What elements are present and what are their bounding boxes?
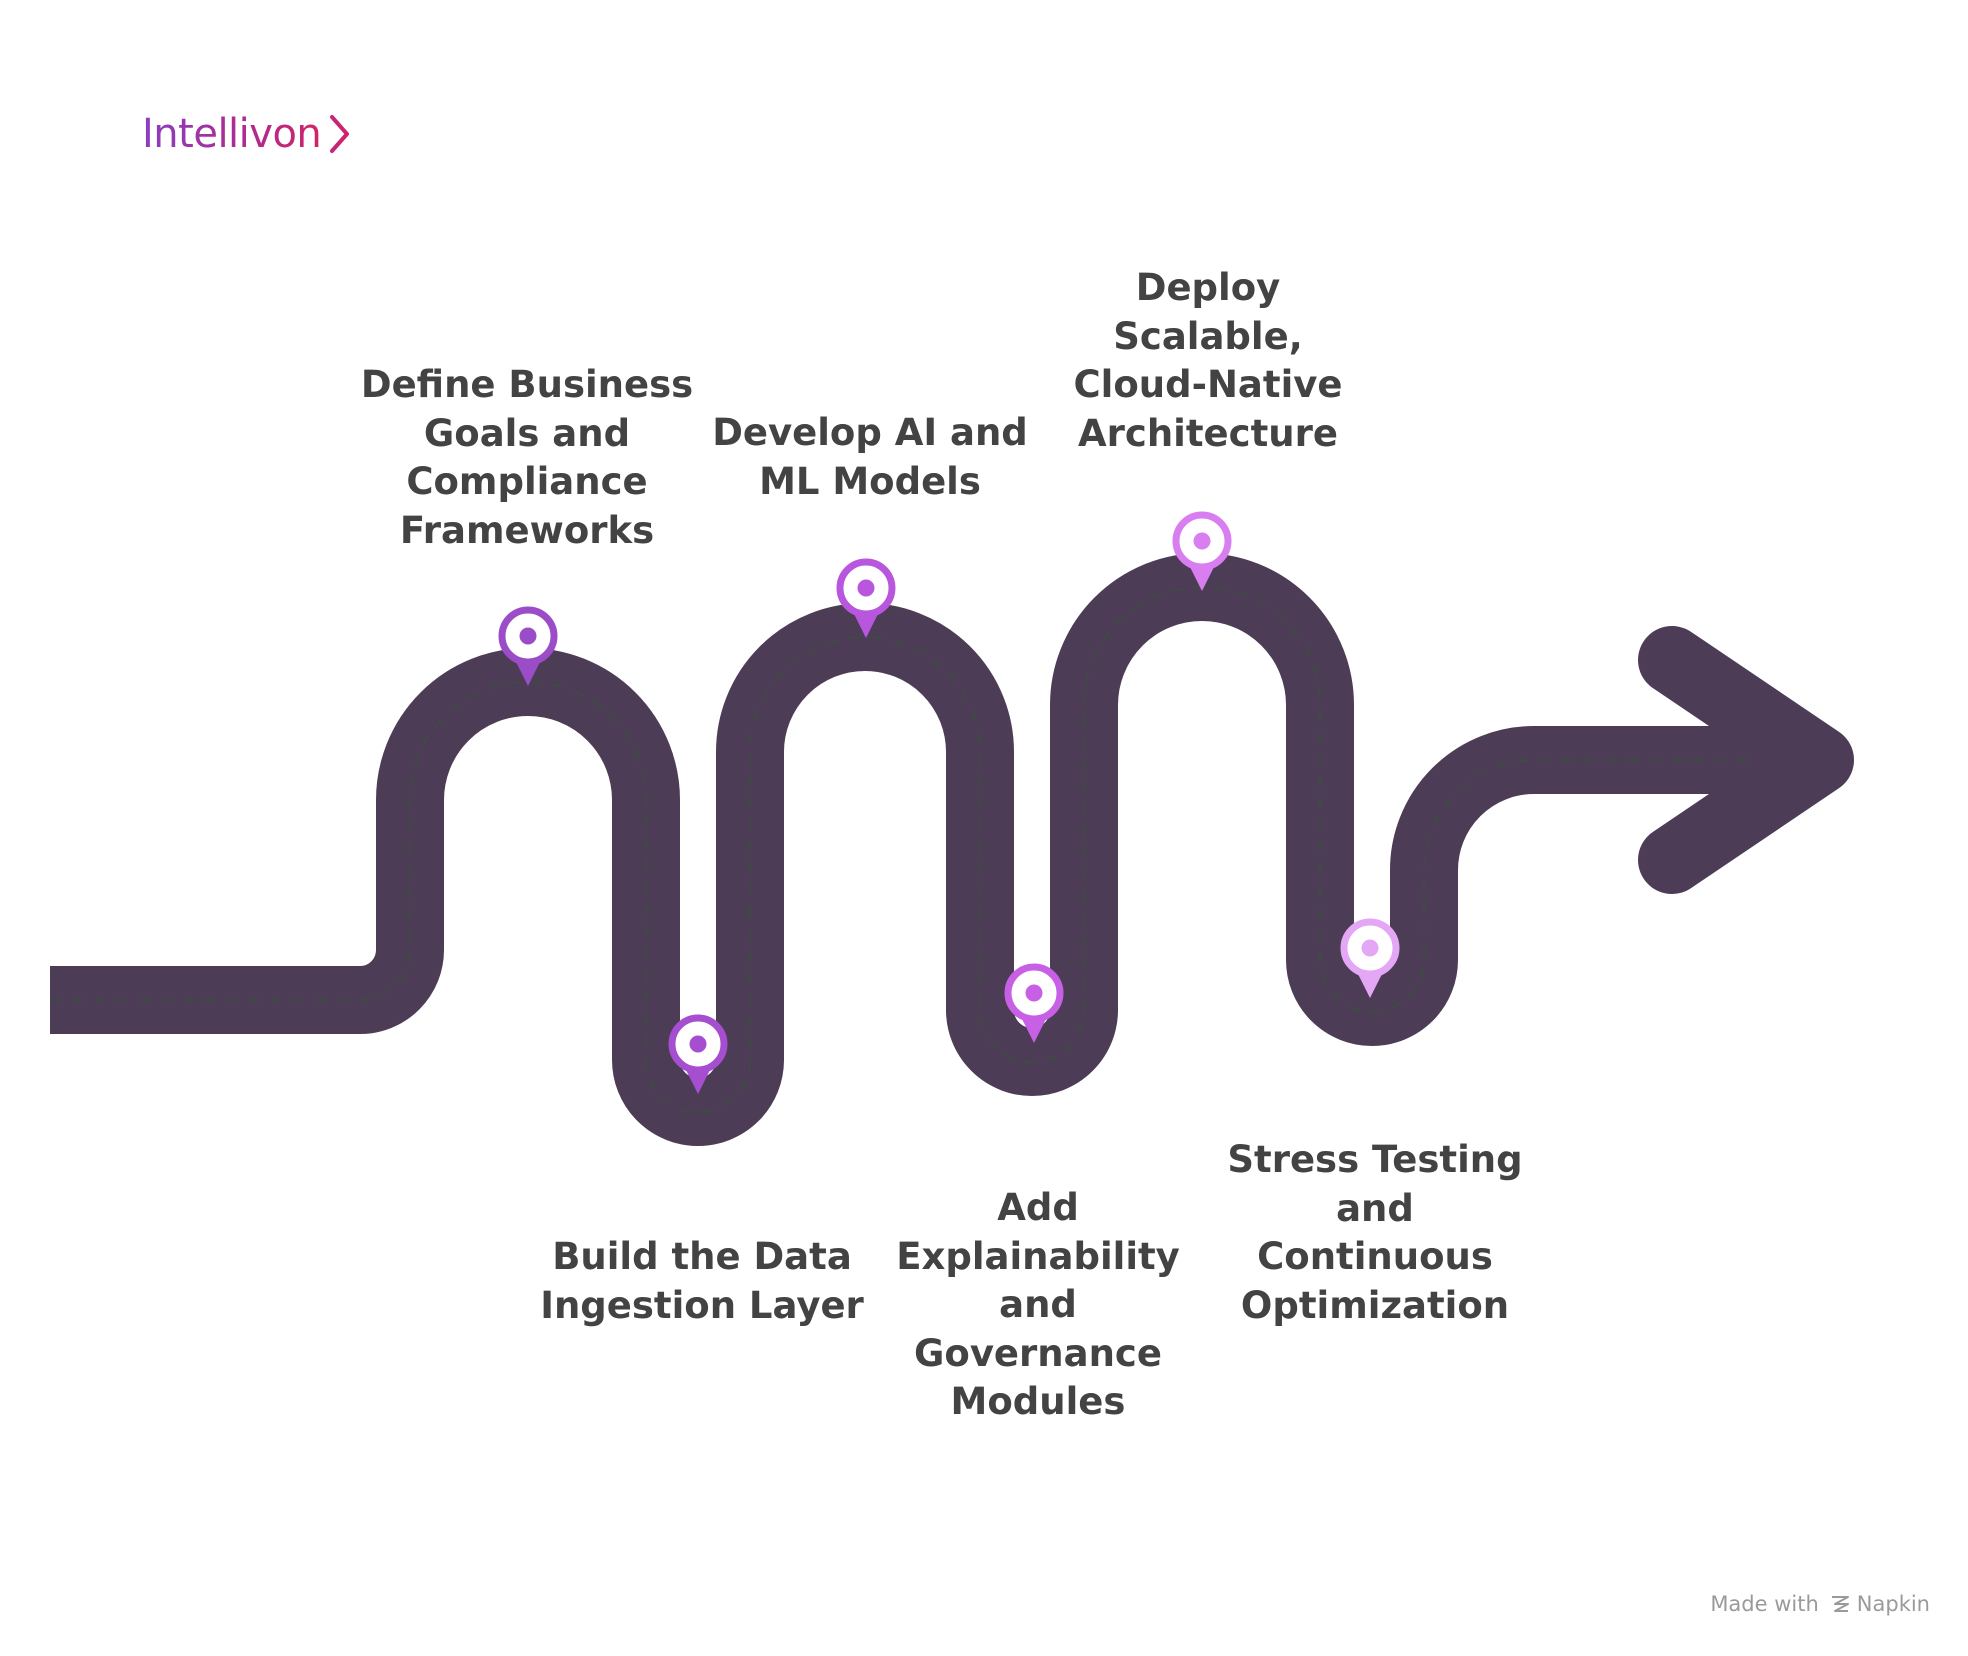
- step-label-deploy: Deploy Scalable, Cloud-Native Architectu…: [1073, 266, 1343, 455]
- location-pin-icon: [668, 1014, 728, 1094]
- made-with-napkin-credit: Made with Napkin: [1710, 1592, 1930, 1616]
- brand-logo: Intellivon: [142, 104, 353, 164]
- step-label-develop: Develop AI and ML Models: [712, 411, 1028, 503]
- step-label-define: Define Business Goals and Compliance Fra…: [360, 363, 694, 552]
- step-label-explain: Add Explainability and Governance Module…: [896, 1186, 1180, 1423]
- step-label-stress: Stress Testing and Continuous Optimizati…: [1227, 1138, 1523, 1327]
- road-band: [50, 553, 1790, 1146]
- napkin-logo-icon: [1831, 1596, 1849, 1612]
- location-pin-icon: [1172, 511, 1232, 591]
- brand-name: Intellivon: [142, 111, 322, 157]
- arrow-head-icon: [1638, 626, 1854, 894]
- credit-name: Napkin: [1856, 1592, 1930, 1616]
- location-pin-icon: [498, 606, 558, 686]
- chevron-right-icon: [330, 115, 350, 153]
- location-pin-icon: [1004, 963, 1064, 1043]
- credit-prefix: Made with: [1710, 1592, 1819, 1616]
- location-pin-icon: [836, 558, 896, 638]
- road-center-dashes: [50, 586, 1790, 1113]
- location-pin-icon: [1340, 918, 1400, 998]
- step-label-ingest: Build the Data Ingestion Layer: [540, 1235, 864, 1327]
